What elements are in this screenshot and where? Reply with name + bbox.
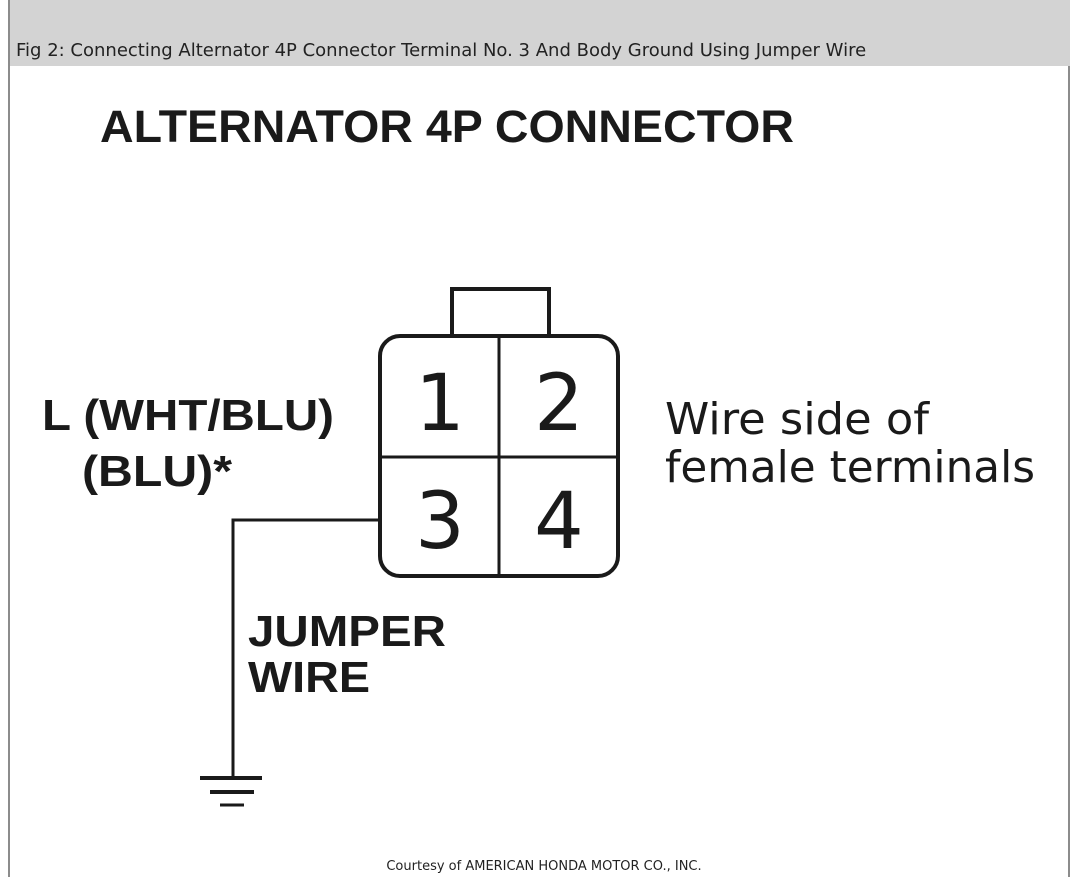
diagram-title: ALTERNATOR 4P CONNECTOR (100, 101, 794, 152)
terminal-2: 2 (534, 359, 584, 449)
terminal-4: 4 (534, 477, 584, 567)
caption-bar (10, 0, 1070, 66)
courtesy-credit: Courtesy of AMERICAN HONDA MOTOR CO., IN… (386, 859, 702, 874)
terminal-side-label: Wire side of (665, 394, 931, 445)
terminal-type-label: female terminals (665, 442, 1035, 493)
terminal-1: 1 (415, 359, 465, 449)
jumper-label: JUMPER (248, 607, 446, 656)
wire-color-label: L (WHT/BLU) (42, 391, 334, 440)
figure-frame (8, 0, 1070, 877)
terminal-3: 3 (415, 477, 465, 567)
jumper-label-wire: WIRE (248, 653, 370, 702)
figure-caption: Fig 2: Connecting Alternator 4P Connecto… (16, 40, 867, 61)
jumper-wire (231, 518, 380, 778)
wire-color-alt-label: (BLU)* (82, 447, 233, 496)
ground-icon (200, 776, 262, 807)
connector-lock-tab (450, 287, 551, 336)
